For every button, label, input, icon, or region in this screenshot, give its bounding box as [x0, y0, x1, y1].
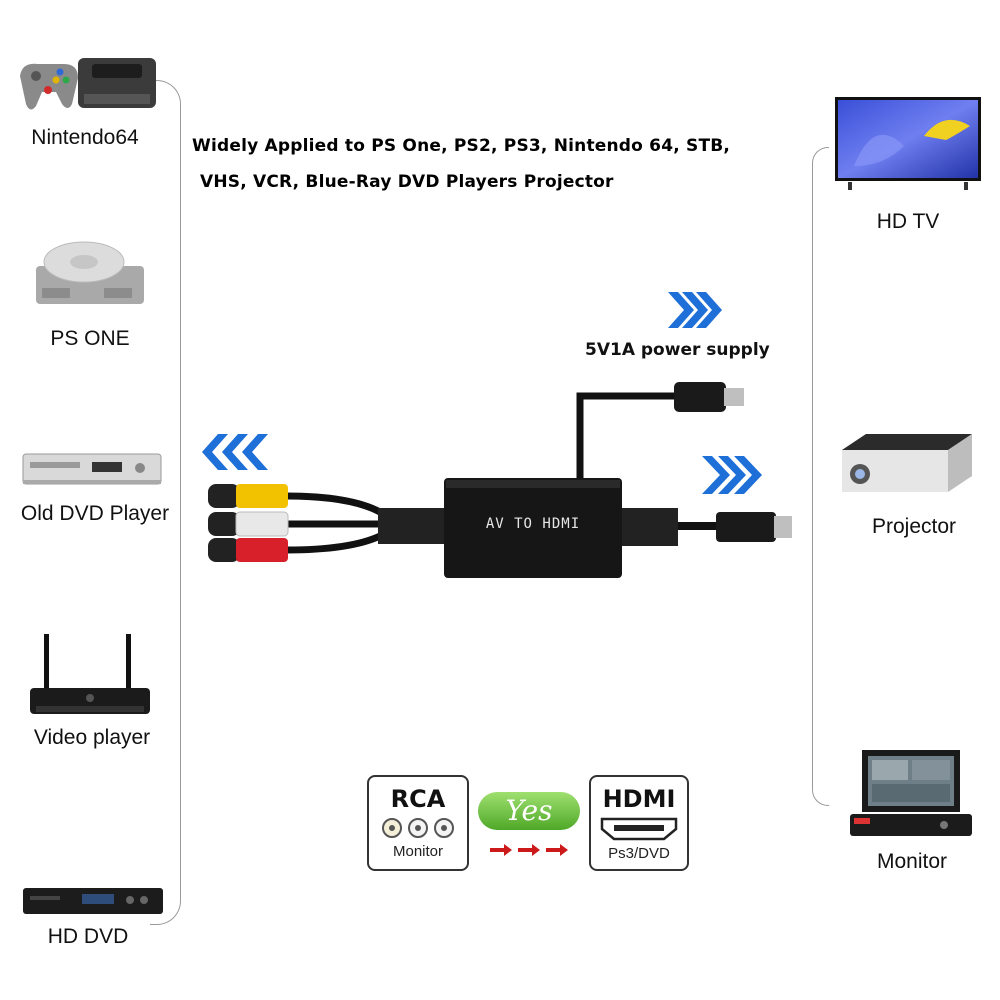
device-label-old-dvd-player: Old DVD Player — [20, 502, 170, 525]
rca-box: RCA Monitor — [367, 775, 469, 871]
device-label-projector: Projector — [871, 515, 957, 538]
dvd-player-icon — [22, 453, 162, 485]
device-label-hd-tv: HD TV — [876, 210, 940, 233]
left-chevrons-icon — [202, 434, 268, 470]
rca-box-title: RCA — [390, 785, 446, 813]
red-arrows-icon — [490, 844, 568, 856]
device-label-video-player: Video player — [33, 726, 151, 749]
rca-plug-red — [208, 538, 288, 562]
power-supply-label: 5V1A power supply — [585, 340, 770, 360]
device-label-ps-one: PS ONE — [50, 327, 130, 350]
hdmi-box-subtitle: Ps3/DVD — [608, 845, 670, 862]
nintendo64-console-icon — [20, 58, 156, 110]
rca-plug-yellow — [208, 484, 288, 508]
converter-box-label: AV TO HDMI — [485, 516, 581, 532]
power-chevrons-icon — [668, 292, 722, 328]
rca-jacks-icon — [382, 818, 454, 838]
headline-line-1: Widely Applied to PS One, PS2, PS3, Nint… — [192, 136, 731, 156]
monitor-icon — [850, 750, 972, 836]
converter-diagram — [208, 382, 792, 578]
video-player-router-icon — [30, 634, 150, 714]
rca-plug-white — [208, 511, 289, 537]
right-bracket — [812, 147, 829, 806]
ps-one-console-icon — [36, 241, 144, 304]
rca-box-subtitle: Monitor — [392, 843, 444, 860]
device-label-monitor: Monitor — [876, 850, 948, 873]
hdmi-box: HDMI Ps3/DVD — [589, 775, 689, 871]
device-label-nintendo64: Nintendo64 — [31, 126, 139, 149]
hdmi-chevrons-icon — [702, 456, 762, 494]
headline-line-2: VHS, VCR, Blue-Ray DVD Players Projector — [200, 172, 614, 192]
hdmi-box-title: HDMI — [602, 785, 676, 813]
hd-tv-icon — [835, 97, 981, 190]
device-label-hd-dvd: HD DVD — [47, 925, 129, 948]
projector-icon — [842, 434, 972, 492]
yes-badge: Yes — [478, 792, 580, 830]
hd-dvd-player-icon — [23, 888, 163, 914]
hdmi-port-icon — [600, 817, 678, 841]
